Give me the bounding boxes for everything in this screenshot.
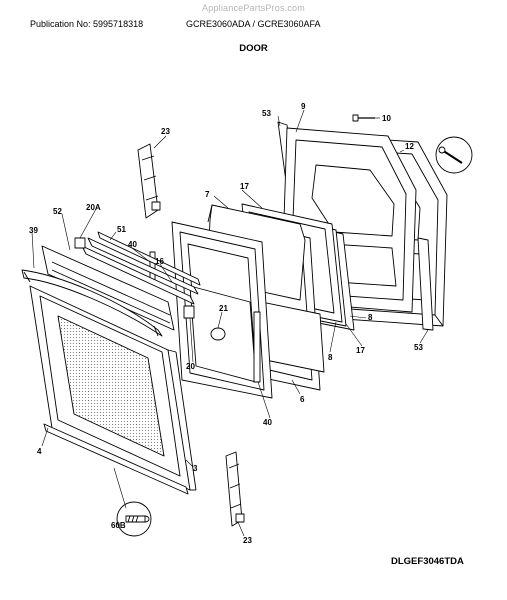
- callout-20A: 20A: [86, 203, 101, 212]
- callout-8-right: 8: [368, 313, 373, 322]
- callout-20: 20: [186, 362, 195, 371]
- part-23-hinge-bottom: [225, 451, 245, 527]
- callout-17-bottom: 17: [356, 346, 365, 355]
- part-4-bottom-trim: [43, 423, 189, 495]
- part-39-handle: [21, 269, 163, 337]
- callout-10: 10: [382, 114, 391, 123]
- diagram-code: DLGEF3046TDA: [391, 556, 464, 567]
- callout-6: 6: [300, 395, 305, 404]
- part-20A-pin: [74, 237, 86, 249]
- part-52-upper-trim: [41, 245, 175, 331]
- part-53-bottom-strip: [417, 237, 434, 331]
- callout-21: 21: [219, 304, 228, 313]
- callout-7: 7: [205, 190, 210, 199]
- model-numbers: GCRE3060ADA / GCRE3060AFA: [186, 19, 321, 29]
- callout-60B: 60B: [111, 521, 126, 530]
- part-20-pin: [183, 305, 195, 319]
- callout-52: 52: [53, 207, 62, 216]
- callout-51: 51: [117, 225, 126, 234]
- callout-40-bottom: 40: [263, 418, 272, 427]
- diagram-title: DOOR: [239, 43, 268, 54]
- callout-53-top: 53: [262, 109, 271, 118]
- part-10-screw: [352, 114, 375, 122]
- callout-53-bottom: 53: [414, 343, 423, 352]
- callout-23-bottom: 23: [243, 536, 252, 545]
- callout-16: 16: [155, 257, 164, 266]
- watermark-text: AppliancePartsPros.com: [202, 3, 305, 13]
- publication-number: Publication No: 5995718318: [30, 19, 144, 29]
- callout-9: 9: [301, 102, 306, 111]
- callout-17-top: 17: [240, 182, 249, 191]
- callout-3: 3: [193, 464, 198, 473]
- callout-8-lower: 8: [328, 353, 333, 362]
- callout-39: 39: [29, 226, 38, 235]
- callout-4: 4: [37, 447, 42, 456]
- callout-23-top: 23: [161, 127, 170, 136]
- callout-40-top: 40: [128, 240, 137, 249]
- callout-12: 12: [405, 142, 414, 151]
- part-screw-callout-right: [435, 136, 473, 174]
- part-23-hinge-top: [137, 143, 161, 219]
- part-3-outer-door: [29, 285, 197, 491]
- part-60B-screw: [116, 501, 152, 537]
